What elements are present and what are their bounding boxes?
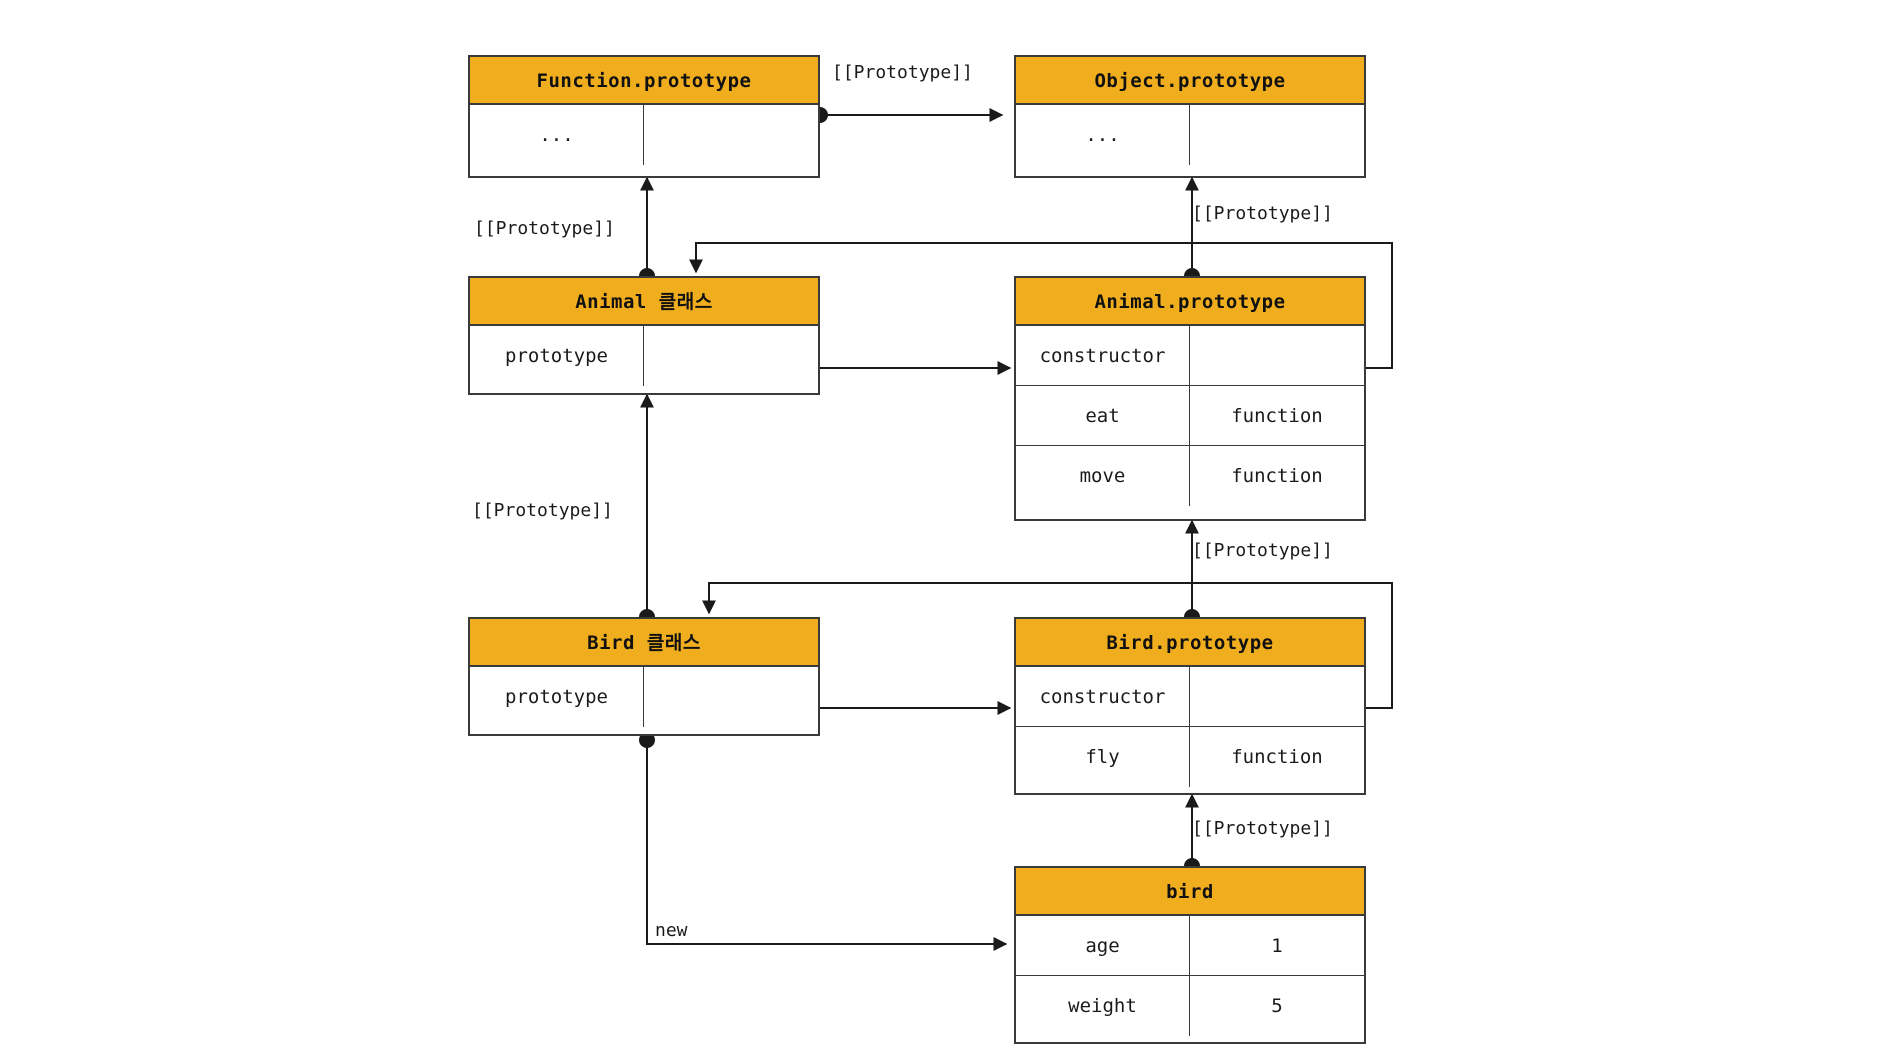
row-key: prototype: [470, 667, 644, 727]
box-header-bird-prototype: Bird.prototype: [1016, 619, 1364, 667]
box-header-animal-prototype: Animal.prototype: [1016, 278, 1364, 326]
edge-label-new: new: [655, 920, 688, 941]
box-animal-prototype[interactable]: Animal.prototype constructor eat functio…: [1014, 276, 1366, 521]
row-value: 5: [1271, 995, 1283, 1017]
box-bird-class[interactable]: Bird 클래스 prototype: [468, 617, 820, 736]
table-row: constructor: [1016, 326, 1364, 386]
edge-label-animalclass-to-functionprototype: [[Prototype]]: [474, 218, 615, 239]
row-key: eat: [1016, 386, 1190, 445]
row-value: [644, 105, 818, 165]
row-key: constructor: [1016, 667, 1190, 726]
box-animal-class[interactable]: Animal 클래스 prototype: [468, 276, 820, 395]
edge-label-bird-to-birdprototype: [[Prototype]]: [1192, 818, 1333, 839]
box-header-bird-instance: bird: [1016, 868, 1364, 916]
box-header-bird-class: Bird 클래스: [470, 619, 818, 667]
row-key: move: [1016, 446, 1190, 506]
table-row: move function: [1016, 446, 1364, 506]
table-row: eat function: [1016, 386, 1364, 446]
row-key: weight: [1016, 976, 1190, 1036]
row-value: function: [1231, 404, 1323, 427]
row-value: [1190, 667, 1364, 726]
table-row: ...: [1016, 105, 1364, 165]
table-row: age 1: [1016, 916, 1364, 976]
row-key: fly: [1016, 727, 1190, 787]
table-row: prototype: [470, 326, 818, 386]
box-bird-prototype[interactable]: Bird.prototype constructor fly function: [1014, 617, 1366, 795]
table-row: fly function: [1016, 727, 1364, 787]
row-value: 1: [1271, 934, 1283, 957]
row-value: [644, 667, 818, 727]
row-key: prototype: [470, 326, 644, 386]
row-key: age: [1016, 916, 1190, 975]
edge-label-birdprototype-to-animalprototype: [[Prototype]]: [1192, 540, 1333, 561]
table-row: weight 5: [1016, 976, 1364, 1036]
table-row: constructor: [1016, 667, 1364, 727]
row-key: ...: [1016, 105, 1190, 165]
row-value: [644, 326, 818, 386]
edge-label-birdclass-to-animalclass: [[Prototype]]: [472, 500, 613, 521]
table-row: prototype: [470, 667, 818, 727]
box-object-prototype[interactable]: Object.prototype ...: [1014, 55, 1366, 178]
table-row: ...: [470, 105, 818, 165]
row-value: function: [1231, 746, 1323, 768]
box-function-prototype[interactable]: Function.prototype ...: [468, 55, 820, 178]
row-key: ...: [470, 105, 644, 165]
row-value: function: [1231, 465, 1323, 487]
box-header-object-prototype: Object.prototype: [1016, 57, 1364, 105]
row-key: constructor: [1016, 326, 1190, 385]
box-header-animal-class: Animal 클래스: [470, 278, 818, 326]
edge-label-function-to-object: [[Prototype]]: [832, 62, 973, 83]
box-header-function-prototype: Function.prototype: [470, 57, 818, 105]
row-value: [1190, 105, 1364, 165]
row-value: [1190, 326, 1364, 385]
box-bird-instance[interactable]: bird age 1 weight 5: [1014, 866, 1366, 1044]
edge-label-animalprototype-to-objectprototype: [[Prototype]]: [1192, 203, 1333, 224]
